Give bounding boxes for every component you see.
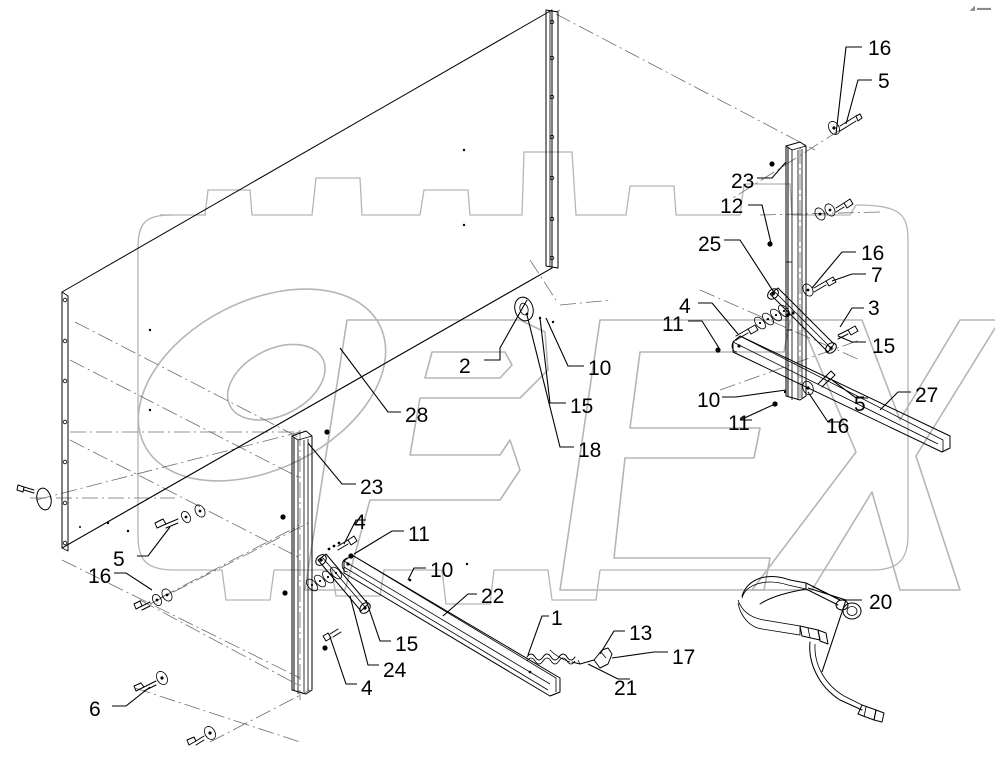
callout-5-top: 5 (878, 70, 890, 93)
callout-17: 17 (672, 646, 696, 669)
strap-assembly-20 (737, 576, 885, 723)
callout-21: 21 (614, 677, 638, 700)
brace-upper-right-25 (767, 287, 837, 354)
diagonal-bar-27 (731, 335, 951, 453)
corner-mark-icon: ◢ ▬▬ (969, 5, 991, 12)
main-bar-22 (341, 554, 561, 697)
callout-5-right: 5 (854, 393, 866, 416)
callout-7: 7 (871, 264, 883, 287)
fasteners-group (16, 113, 863, 746)
main-panel-28 (61, 9, 559, 552)
callout-23-lower: 23 (360, 476, 384, 499)
assembly-centerlines (30, 9, 881, 743)
callout-12: 12 (720, 195, 744, 218)
post-left-23 (280, 429, 330, 695)
leader-lines (112, 46, 911, 707)
brace-lower-left-24 (315, 553, 371, 614)
callout-10-left: 10 (430, 559, 454, 582)
callout-18: 18 (578, 439, 602, 462)
callout-11-right-lower: 11 (728, 412, 750, 435)
callout-2: 2 (459, 355, 471, 378)
callout-15-left: 15 (395, 633, 419, 656)
callout-1: 1 (551, 607, 563, 630)
callout-28: 28 (405, 404, 429, 427)
callout-10-center: 10 (588, 357, 612, 380)
callout-23-upper: 23 (731, 170, 755, 193)
callout-10-right: 10 (697, 389, 721, 412)
callout-16-right-lower: 16 (826, 415, 850, 438)
callout-13: 13 (629, 622, 653, 645)
callout-15-right: 15 (872, 335, 896, 358)
callout-11-right-upper: 11 (662, 313, 684, 336)
callout-4-left-upper: 4 (354, 511, 366, 534)
callout-6: 6 (89, 698, 101, 721)
callout-11-left: 11 (408, 523, 430, 546)
callout-22: 22 (481, 585, 505, 608)
spring-washer-stack-left (306, 566, 342, 592)
callout-16-mid-right: 16 (861, 242, 885, 265)
callout-20: 20 (869, 591, 893, 614)
callout-3: 3 (868, 297, 880, 320)
callout-5-left: 5 (113, 548, 125, 571)
hook-clip-13-17-21 (549, 647, 613, 669)
callout-24: 24 (383, 659, 407, 682)
callout-4-left-lower: 4 (361, 677, 373, 700)
callout-16-left: 16 (88, 565, 112, 588)
callout-15-center: 15 (570, 395, 594, 418)
callout-27: 27 (915, 384, 939, 407)
callout-16-top: 16 (868, 37, 892, 60)
callout-4-right: 4 (679, 295, 691, 318)
spring-washer-stack-right (754, 304, 790, 330)
callout-25: 25 (698, 233, 722, 256)
